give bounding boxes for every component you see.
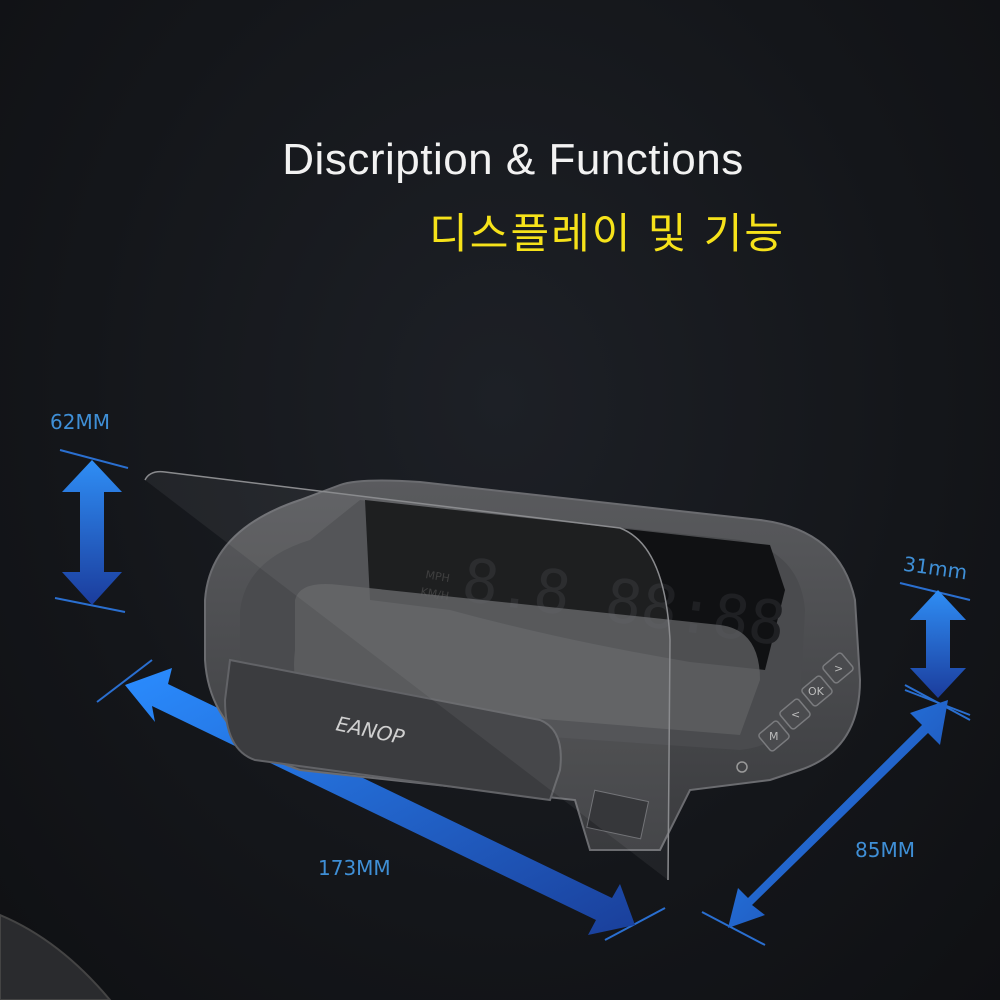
width-arrow bbox=[701, 684, 971, 946]
control-buttons: M < OK > bbox=[758, 652, 855, 752]
button-m[interactable]: M bbox=[758, 720, 791, 752]
svg-text:<: < bbox=[791, 708, 800, 721]
svg-text:OK: OK bbox=[808, 685, 825, 698]
page-title: Discription & Functions bbox=[282, 135, 744, 184]
dashboard-edge bbox=[0, 913, 112, 1000]
height-arrow bbox=[54, 449, 129, 613]
reflector-glass bbox=[144, 470, 671, 881]
width-label: 85MM bbox=[855, 838, 915, 862]
height-label: 62MM bbox=[50, 410, 110, 434]
button-left[interactable]: < bbox=[779, 698, 812, 730]
button-right[interactable]: > bbox=[822, 652, 855, 684]
length-label: 173MM bbox=[318, 856, 391, 880]
usb-port bbox=[586, 789, 650, 840]
svg-text:>: > bbox=[834, 662, 843, 675]
button-ok[interactable]: OK bbox=[801, 675, 834, 707]
hud-device: 8.8 88:88 MPH KM/H EANOP M < OK > bbox=[144, 470, 862, 881]
page-subtitle: 디스플레이 및 기능 bbox=[429, 209, 785, 258]
unit-label-mph: MPH bbox=[424, 568, 450, 585]
svg-text:M: M bbox=[769, 730, 779, 743]
depth-arrow bbox=[899, 582, 971, 716]
power-icon bbox=[736, 761, 748, 773]
